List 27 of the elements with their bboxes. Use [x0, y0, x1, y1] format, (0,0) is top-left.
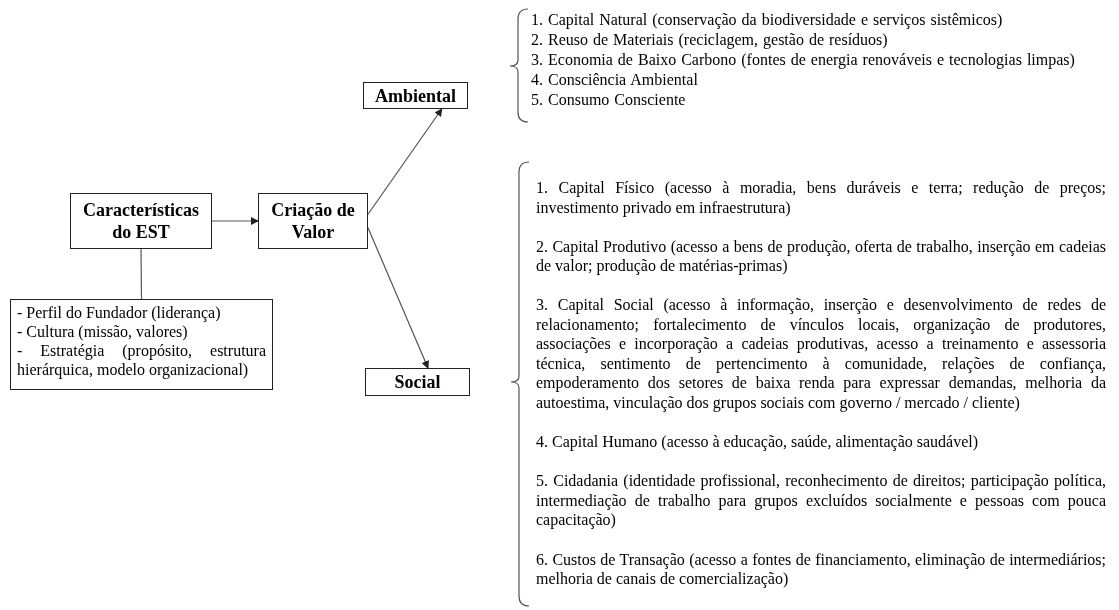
list-item: 5. Cidadania (identidade profissional, reconhecimento de direitos; participação política, intermediação de trabalho para grupos excluídos socialmente e pessoas com pouca capacitação): [536, 471, 1106, 530]
arrow: [367, 227, 429, 369]
list-item: 1. Capital Físico (acesso à moradia, bens duráveis e terra; redução de preços; investimento privado em infraestrutura): [536, 178, 1106, 217]
list-item: 3. Capital Social (acesso à informação, inserção e desenvolvimento de redes de relacionamento; fortalecimento de vínculos locais, organização de produtores, associações e incorporação a cadeias produtivas, acesso a treinamento e assessoria técnica, sentimento de pertencimento à comunidade, relações de confiança, empoderamento dos setores de baixa renda para expressar demandas, melhoria da autoestima, vinculação dos grupos sociais com governo / mercado / cliente): [536, 295, 1106, 412]
process-box: [70, 193, 212, 249]
list-item: - Estratégia (propósito, estrutura hierárquica, modelo organizacional): [17, 341, 266, 379]
list-item: 2. Reuso de Materiais (reciclagem, gestão de resíduos): [531, 30, 888, 50]
list-item: 4. Consciência Ambiental: [531, 70, 698, 90]
arrow: [367, 108, 443, 215]
list-item: 2. Capital Produtivo (acesso a bens de produção, oferta de trabalho, inserção em cadeias de valor; produção de matérias-primas): [536, 236, 1106, 276]
note-box: [10, 299, 273, 390]
box-label: Criação de Valor: [270, 199, 356, 243]
process-box: [363, 82, 468, 109]
box-label: Características do EST: [82, 199, 200, 243]
list-item: 4. Capital Humano (acesso à educação, saúde, alimentação saudável): [536, 431, 980, 451]
list-item: - Perfil do Fundador (liderança): [17, 303, 222, 322]
process-box: [258, 193, 368, 249]
list-item: 5. Consumo Consciente: [531, 90, 686, 110]
arrow: [211, 217, 259, 225]
process-box: [365, 368, 470, 396]
connector-line: [140, 248, 143, 300]
list-item: 6. Custos de Transação (acesso a fontes de financiamento, eliminação de intermediários; melhoria de canais de comercialização): [536, 549, 1106, 589]
list-item: - Cultura (missão, valores): [17, 322, 189, 341]
list-item: 3. Economia de Baixo Carbono (fontes de energia renováveis e tecnologias limpas): [531, 50, 1075, 70]
box-label: Ambiental: [374, 84, 457, 107]
box-label: Social: [393, 371, 442, 393]
list-item: 1. Capital Natural (conservação da biodiversidade e serviços sistêmicos): [531, 10, 1003, 30]
